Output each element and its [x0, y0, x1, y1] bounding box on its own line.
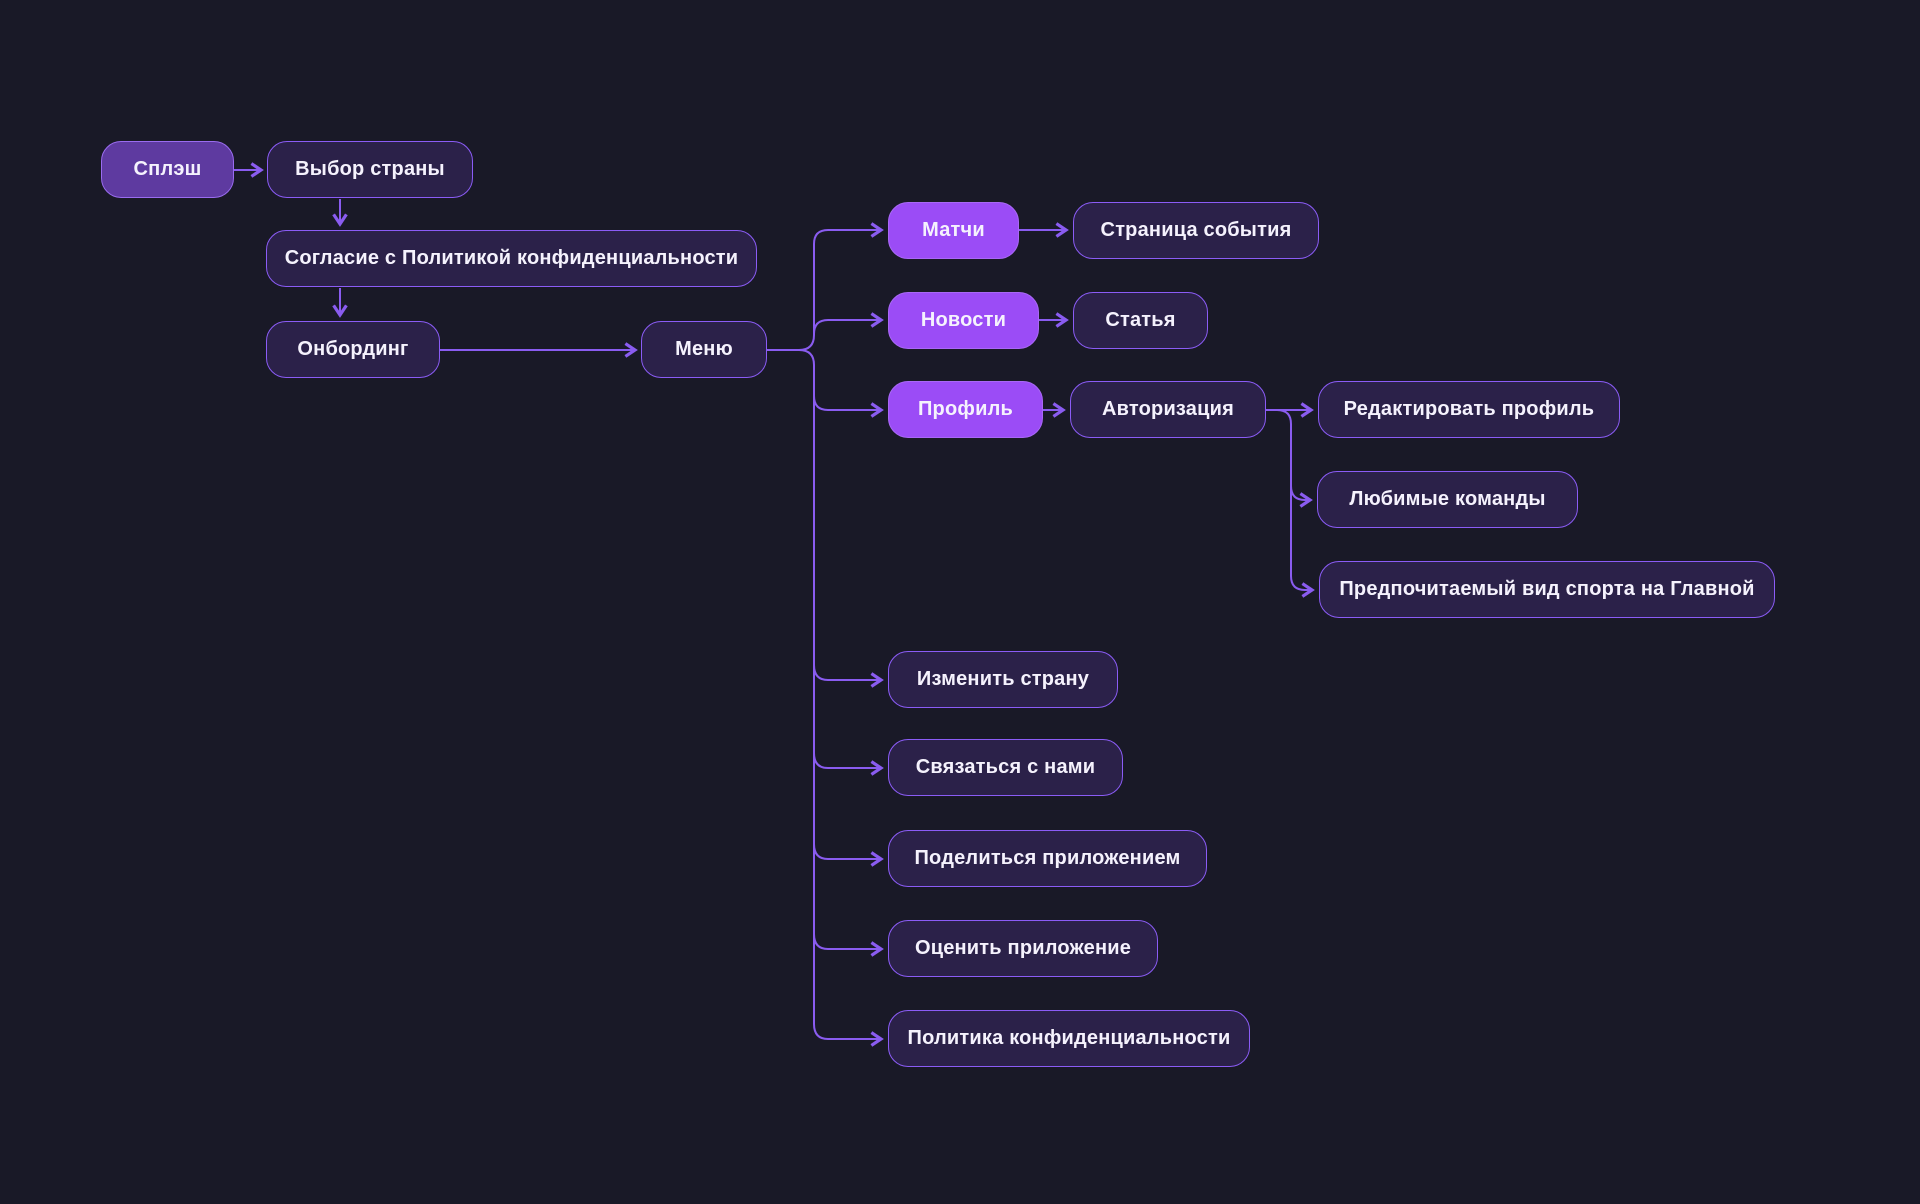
node-label: Политика конфиденциальности — [907, 1027, 1231, 1049]
connector-trunk-profile — [813, 395, 884, 418]
node-label: Оценить приложение — [914, 937, 1132, 959]
node-edit-profile[interactable]: Редактировать профиль — [1318, 381, 1620, 438]
connector-trunk-change-country — [813, 664, 884, 688]
connector-authorization-favorite-teams — [1290, 485, 1313, 508]
node-label: Любимые команды — [1349, 488, 1546, 510]
node-label: Новости — [920, 309, 1007, 331]
node-authorization[interactable]: Авторизация — [1070, 381, 1266, 438]
node-article[interactable]: Статья — [1073, 292, 1208, 349]
connector-trunk-share-app — [813, 843, 884, 867]
node-label: Меню — [675, 338, 733, 360]
node-label: Онбординг — [297, 338, 409, 360]
node-menu[interactable]: Меню — [641, 321, 767, 378]
node-label: Предпочитаемый вид спорта на Главной — [1339, 578, 1755, 600]
node-privacy-policy[interactable]: Политика конфиденциальности — [888, 1010, 1250, 1067]
node-matches[interactable]: Матчи — [888, 202, 1019, 259]
node-label: Статья — [1105, 309, 1176, 331]
node-label: Сплэш — [133, 158, 202, 180]
node-privacy-consent[interactable]: Согласие с Политикой конфиденциальности — [266, 230, 757, 287]
node-favorite-teams[interactable]: Любимые команды — [1317, 471, 1578, 528]
node-event-page[interactable]: Страница события — [1073, 202, 1319, 259]
connector-trunk-contact-us — [813, 752, 884, 776]
node-share-app[interactable]: Поделиться приложением — [888, 830, 1207, 887]
node-label: Авторизация — [1102, 398, 1234, 420]
node-label: Страница события — [1100, 219, 1292, 241]
node-label: Редактировать профиль — [1343, 398, 1595, 420]
connector-menu-trunk-down-privacy-policy — [767, 349, 884, 1047]
node-rate-app[interactable]: Оценить приложение — [888, 920, 1158, 977]
node-label: Поделиться приложением — [914, 847, 1181, 869]
node-label: Профиль — [917, 398, 1013, 420]
connector-trunk-rate-app — [813, 933, 884, 957]
node-onboarding[interactable]: Онбординг — [266, 321, 440, 378]
node-contact-us[interactable]: Связаться с нами — [888, 739, 1123, 796]
node-change-country[interactable]: Изменить страну — [888, 651, 1118, 708]
node-label: Связаться с нами — [915, 756, 1096, 778]
connector-menu-trunk-up-matches — [767, 222, 884, 351]
node-label: Изменить страну — [916, 668, 1090, 690]
node-label: Выбор страны — [295, 158, 445, 180]
node-label: Согласие с Политикой конфиденциальности — [284, 247, 739, 269]
node-news[interactable]: Новости — [888, 292, 1039, 349]
node-profile[interactable]: Профиль — [888, 381, 1043, 438]
node-preferred-sport[interactable]: Предпочитаемый вид спорта на Главной — [1319, 561, 1775, 618]
node-country-select[interactable]: Выбор страны — [267, 141, 473, 198]
node-label: Матчи — [922, 219, 985, 241]
node-splash[interactable]: Сплэш — [101, 141, 234, 198]
connector-authorization-preferred-sport — [1276, 409, 1315, 598]
connector-trunk-news — [813, 312, 884, 335]
